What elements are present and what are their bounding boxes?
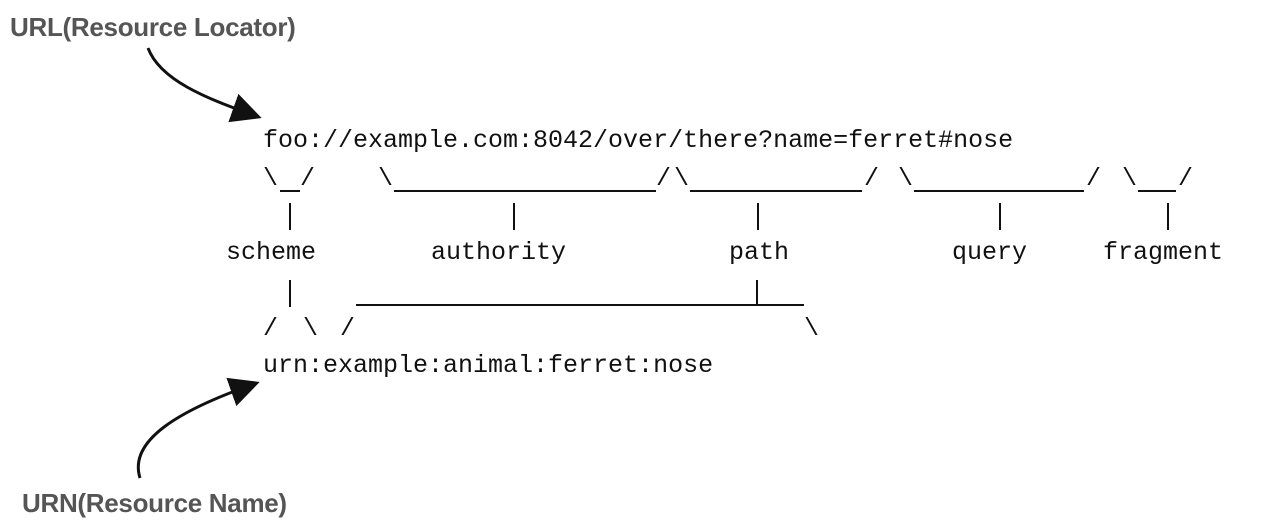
fragment-brace-left: \ — [1122, 164, 1138, 193]
scheme-brace-left: \ — [263, 164, 279, 193]
authority-connector — [513, 203, 515, 230]
fragment-brace-line — [1138, 190, 1176, 192]
urn-example: urn:example:animal:ferret:nose — [263, 351, 714, 380]
scheme-brace-right: / — [300, 164, 316, 193]
urn-arrow — [136, 377, 260, 479]
path-brace-left: \ — [674, 164, 690, 193]
authority-brace-line — [394, 190, 656, 192]
urn-backslash-1: \ — [303, 314, 319, 343]
authority-brace-left: \ — [378, 164, 394, 193]
query-label: query — [952, 238, 1028, 267]
url-title: URL(Resource Locator) — [10, 12, 296, 42]
path-to-urn-vertical — [756, 280, 758, 306]
urn-slash-2: / — [340, 314, 356, 343]
scheme-label: scheme — [226, 238, 317, 267]
authority-label: authority — [431, 238, 567, 267]
scheme-connector — [289, 203, 291, 230]
url-example: foo://example.com:8042/over/there?name=f… — [263, 126, 1014, 155]
urn-title: URN(Resource Name) — [22, 488, 287, 518]
path-label: path — [729, 238, 790, 267]
query-connector — [999, 203, 1001, 230]
scheme-brace-line — [280, 190, 300, 192]
urn-backslash-2: \ — [804, 314, 820, 343]
authority-brace-right: / — [656, 164, 672, 193]
fragment-connector — [1167, 203, 1169, 230]
path-connector — [757, 203, 759, 230]
query-brace-left: \ — [898, 164, 914, 193]
path-to-urn-line — [356, 304, 756, 306]
url-arrow — [146, 47, 262, 123]
path-to-urn-tail — [758, 304, 804, 306]
fragment-label: fragment — [1103, 238, 1224, 267]
query-brace-line — [914, 190, 1084, 192]
path-brace-line — [690, 190, 862, 192]
path-brace-right: / — [864, 164, 880, 193]
fragment-brace-right: / — [1178, 164, 1194, 193]
urn-slash-1: / — [263, 314, 279, 343]
scheme-to-urn-connector — [289, 280, 291, 307]
query-brace-right: / — [1086, 164, 1102, 193]
